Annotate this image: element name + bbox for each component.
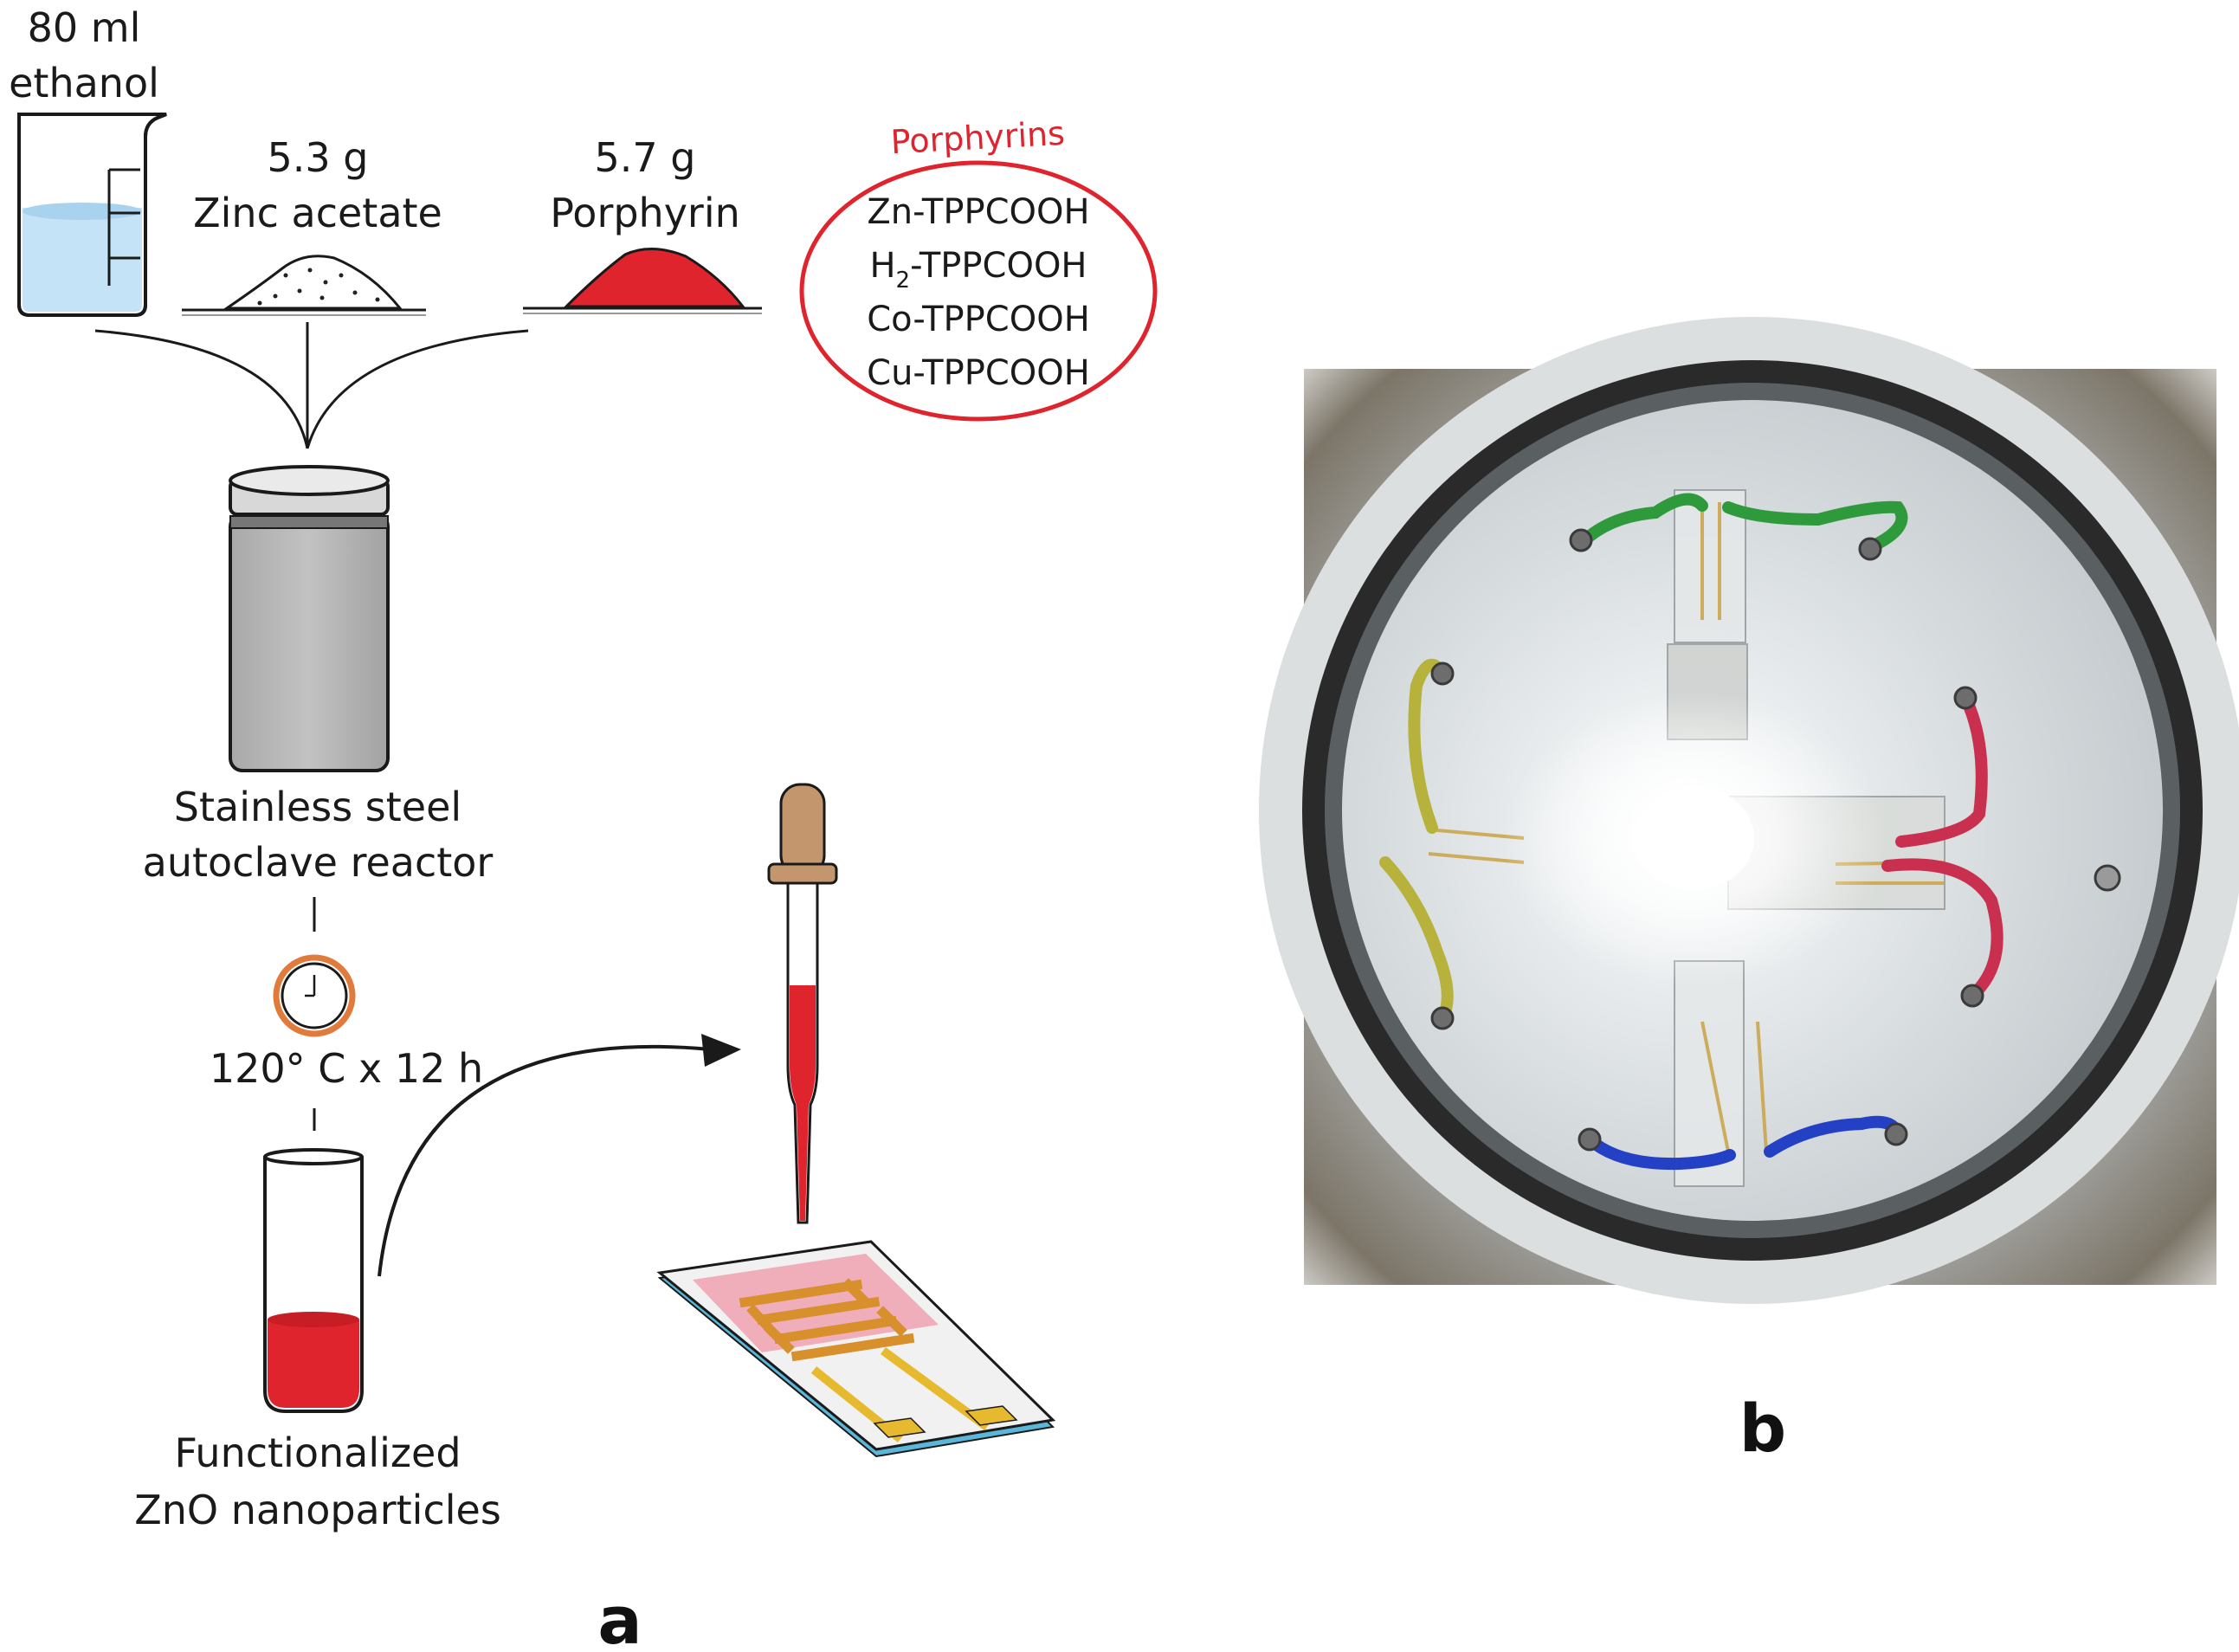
terminal-posts	[1430, 528, 2121, 1152]
beaker-icon	[17, 113, 167, 317]
porphyrin-name-label: Porphyrin	[550, 190, 740, 236]
ethanol-name-label: ethanol	[9, 60, 159, 106]
autoclave-reactor-icon	[229, 465, 390, 772]
panel-a-label: a	[597, 1582, 642, 1652]
clock-icon	[273, 954, 356, 1037]
zinc-acetate-powder-icon	[182, 255, 426, 316]
porphyrin-item-co: Co-TPPCOOH	[867, 300, 1090, 339]
merge-connector	[94, 322, 529, 449]
panel-a: 80 ml ethanol 5.3 g Zinc acetate 5.7 g P…	[9, 4, 1158, 1652]
test-tube-icon	[263, 1148, 364, 1413]
porphyrin-item-cu: Cu-TPPCOOH	[867, 353, 1090, 393]
porphyrin-item-zn: Zn-TPPCOOH	[867, 192, 1089, 232]
zinc-acetate-name-label: Zinc acetate	[193, 190, 442, 236]
porphyrins-title: Porphyrins	[890, 114, 1066, 161]
reactor-label-line1: Stainless steel	[174, 784, 461, 830]
light-flare-core	[1633, 786, 1754, 890]
porphyrins-list: Porphyrins Zn-TPPCOOH H2-TPPCOOH Co-TPPC…	[799, 114, 1158, 422]
product-label-line2: ZnO nanoparticles	[134, 1487, 501, 1533]
porphyrin-powder-icon	[523, 247, 762, 314]
reactor-label-line2: autoclave reactor	[143, 839, 494, 886]
porphyrin-amount-label: 5.7 g	[595, 134, 696, 181]
condition-label: 120° C x 12 h	[210, 1045, 483, 1092]
panel-b-label: b	[1739, 1390, 1786, 1467]
zinc-acetate-amount-label: 5.3 g	[268, 134, 369, 181]
ethanol-amount-label: 80 ml	[28, 4, 141, 51]
sensor-chip-icon	[656, 1240, 1056, 1458]
product-label-line1: Functionalized	[174, 1429, 461, 1476]
panel-b-photo: b	[1259, 317, 2239, 1467]
dropper-icon	[767, 783, 838, 1224]
porphyrin-item-h2: H2-TPPCOOH	[869, 246, 1087, 294]
curved-arrow-icon	[377, 1034, 741, 1277]
